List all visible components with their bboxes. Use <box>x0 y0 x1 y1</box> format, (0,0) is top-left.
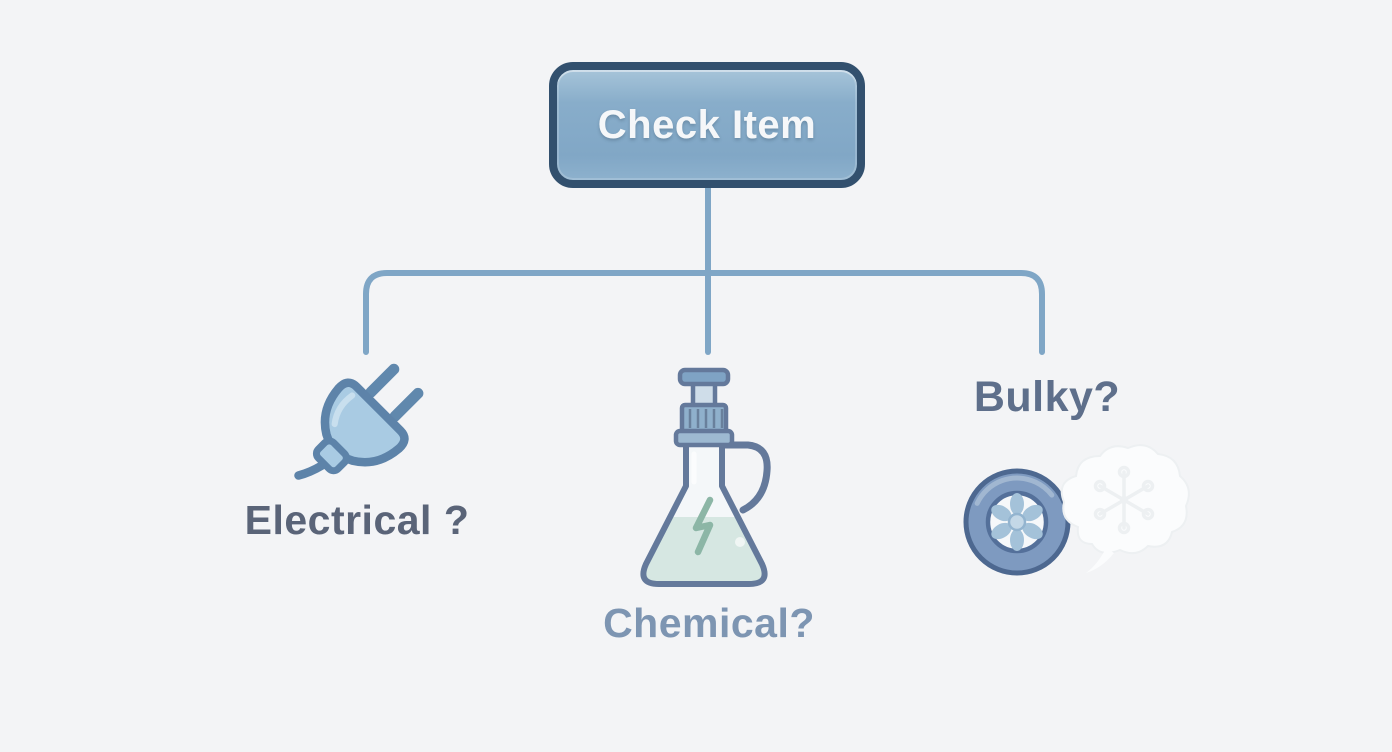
plug-highlight <box>331 392 356 428</box>
hub-flower <box>991 493 1043 551</box>
branch-label-electrical: Electrical ? <box>244 497 470 543</box>
power-plug-icon <box>294 363 424 480</box>
plug-prong <box>389 387 424 422</box>
pump-ribbed-cap <box>679 402 729 435</box>
branch-label-chemical: Chemical? <box>603 600 815 646</box>
flask-handle <box>716 441 771 514</box>
branch-label-bulky: Bulky? <box>973 373 1121 421</box>
flask-shine <box>723 451 755 497</box>
plug-prong <box>365 363 400 398</box>
plug-cable <box>294 461 326 480</box>
root-node-label: Check Item <box>597 102 817 147</box>
tire-icon <box>963 468 1071 576</box>
chemical-flask-icon <box>640 367 771 587</box>
pump-t-handle <box>677 367 731 387</box>
connector-branch-bracket <box>363 270 1045 355</box>
cloud-tail <box>1086 548 1114 573</box>
tire-ring-highlight <box>970 475 1064 569</box>
thought-cloud-icon <box>1060 444 1190 573</box>
hub-center <box>1007 512 1027 532</box>
lightning-bolt-icon <box>692 496 714 556</box>
flask-outline <box>640 441 768 587</box>
cap-collar <box>673 428 735 448</box>
bubble <box>735 537 745 547</box>
cloud-ghost-center <box>1120 496 1128 504</box>
root-node-check-item: Check Item <box>549 62 865 188</box>
